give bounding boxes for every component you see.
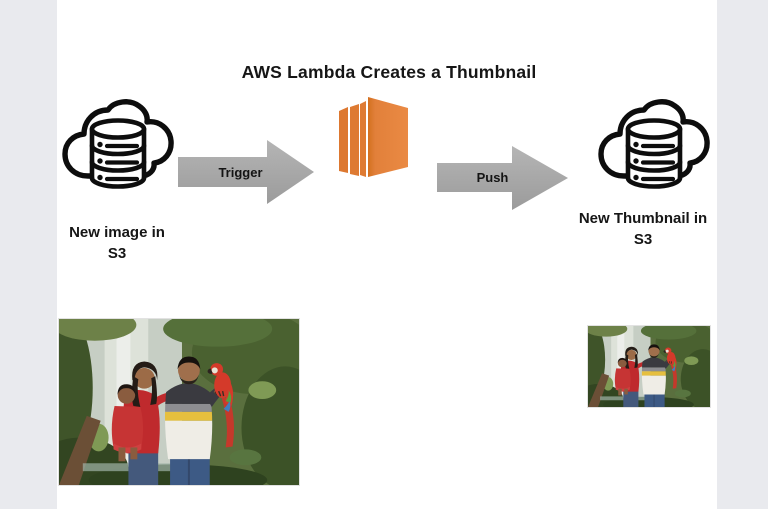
thumbnail-image bbox=[587, 325, 711, 408]
diagram-title: AWS Lambda Creates a Thumbnail bbox=[241, 62, 537, 82]
source-node-label: New image in S3 bbox=[47, 222, 187, 265]
left-margin-band bbox=[0, 0, 57, 509]
destination-label-line2: S3 bbox=[633, 231, 653, 249]
source-label-line2: S3 bbox=[107, 245, 127, 263]
trigger-arrow-label: Trigger bbox=[218, 165, 263, 180]
cloud-database-icon bbox=[60, 96, 176, 192]
destination-label-line1: New Thumbnail in bbox=[578, 210, 708, 227]
original-image bbox=[58, 318, 300, 486]
aws-lambda-icon bbox=[330, 90, 415, 185]
push-arrow-label: Push bbox=[476, 170, 509, 185]
cloud-database-icon bbox=[596, 96, 712, 192]
destination-node-label: New Thumbnail in S3 bbox=[565, 208, 721, 251]
source-label-line1: New image in bbox=[69, 224, 165, 241]
right-margin-band bbox=[717, 0, 768, 509]
